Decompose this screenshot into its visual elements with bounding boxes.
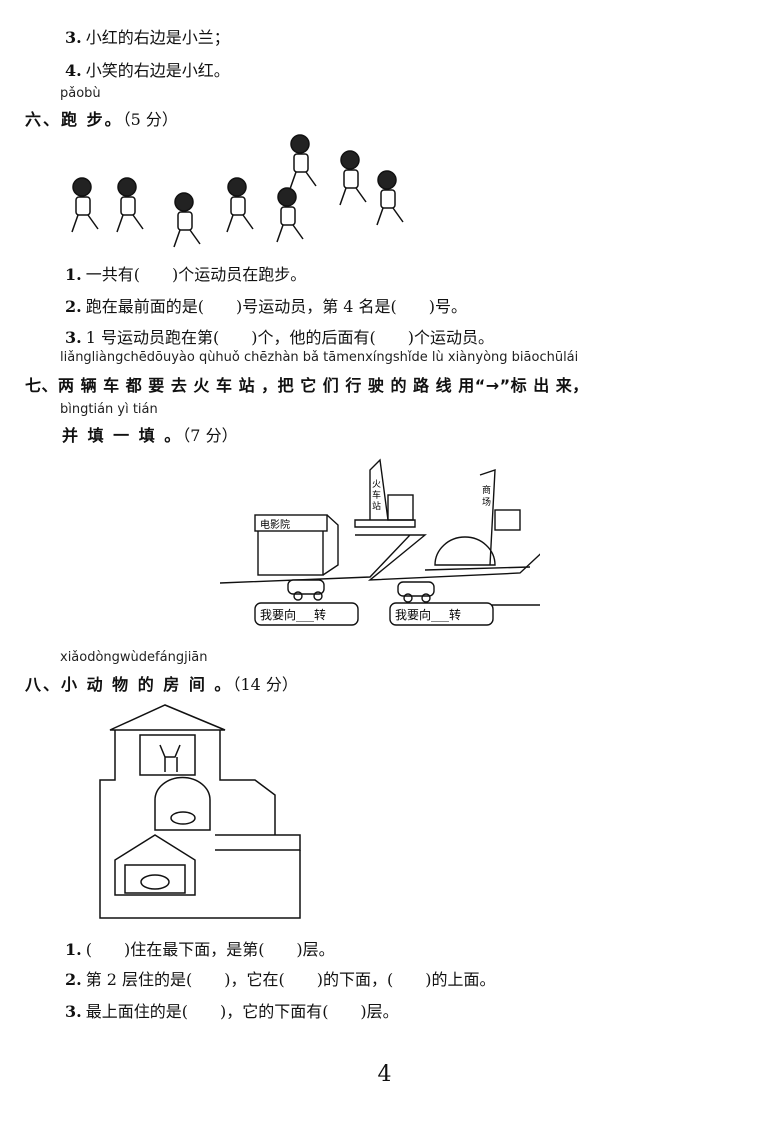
mall-building [424, 469, 531, 571]
speech-bubble-left [254, 602, 359, 626]
runner-2 [116, 177, 144, 233]
section7-heading-2: 并 填 一 填 。（7 分） [62, 426, 238, 445]
cinema-label: 电影院 [260, 518, 290, 531]
runner-5 [276, 187, 304, 243]
car-right [397, 581, 435, 603]
section8-pinyin: xiǎodòngwùdefángjiān [60, 650, 208, 665]
section6-pinyin: pǎobù [60, 86, 101, 101]
runner-1 [71, 177, 99, 233]
mall-label-2: 场 [482, 497, 491, 508]
section6-question-2: 2.跑在最前面的是( )号运动员，第 4 名是( )号。 [65, 297, 468, 316]
route-map: 电影院 火 车 站 商 场 我要向___转 我要向___转 [220, 458, 540, 626]
statement-3: 3.小红的右边是小兰； [65, 28, 230, 47]
section6-question-3: 3.1 号运动员跑在第( )个，他的后面有( )个运动员。 [65, 328, 494, 347]
section7-heading-1: 七、两 辆 车 都 要 去 火 车 站 ，把 它 们 行 驶 的 路 线 用“→… [25, 376, 589, 395]
window-bottom-dog [114, 834, 196, 896]
section6-question-1: 1.一共有( )个运动员在跑步。 [65, 265, 307, 284]
runner-7 [339, 150, 367, 206]
runner-4 [226, 177, 254, 233]
runner-6 [289, 134, 317, 190]
runners-illustration [71, 134, 404, 248]
section8-question-3: 3.最上面住的是( )，它的下面有( )层。 [65, 1002, 399, 1021]
speech-bubble-right [389, 602, 494, 626]
car-left [287, 579, 325, 601]
station-label-3: 站 [372, 500, 381, 512]
window-middle-rabbit [154, 776, 211, 831]
station-label-1: 火 [372, 479, 381, 490]
bubble-right-text: 我要向___转 [395, 607, 461, 622]
window-top-deer [139, 734, 196, 776]
section8-heading: 八、小 动 物 的 房 间 。（14 分） [25, 675, 298, 694]
statement-4: 4.小笑的右边是小红。 [65, 61, 230, 80]
cinema-building [254, 514, 339, 576]
section8-question-2: 2.第 2 层住的是( )，它在( )的下面，( )的上面。 [65, 970, 496, 989]
mall-label-1: 商 [482, 484, 491, 496]
station-building [354, 458, 416, 528]
page-number: 4 [377, 1062, 392, 1087]
bubble-left-text: 我要向___转 [260, 607, 326, 622]
animal-house-illustration [99, 704, 301, 919]
runner-3 [173, 192, 201, 248]
station-label-2: 车 [372, 489, 381, 501]
section6-heading: 六、跑 步。（5 分） [25, 110, 178, 129]
runner-8 [376, 170, 404, 226]
section7-pinyin-2: bìngtián yì tián [60, 402, 158, 417]
section8-question-1: 1.( )住在最下面，是第( )层。 [65, 940, 335, 959]
section7-pinyin-1: liǎngliàngchēdōuyào qùhuǒ chēzhàn bǎ tām… [60, 350, 579, 365]
